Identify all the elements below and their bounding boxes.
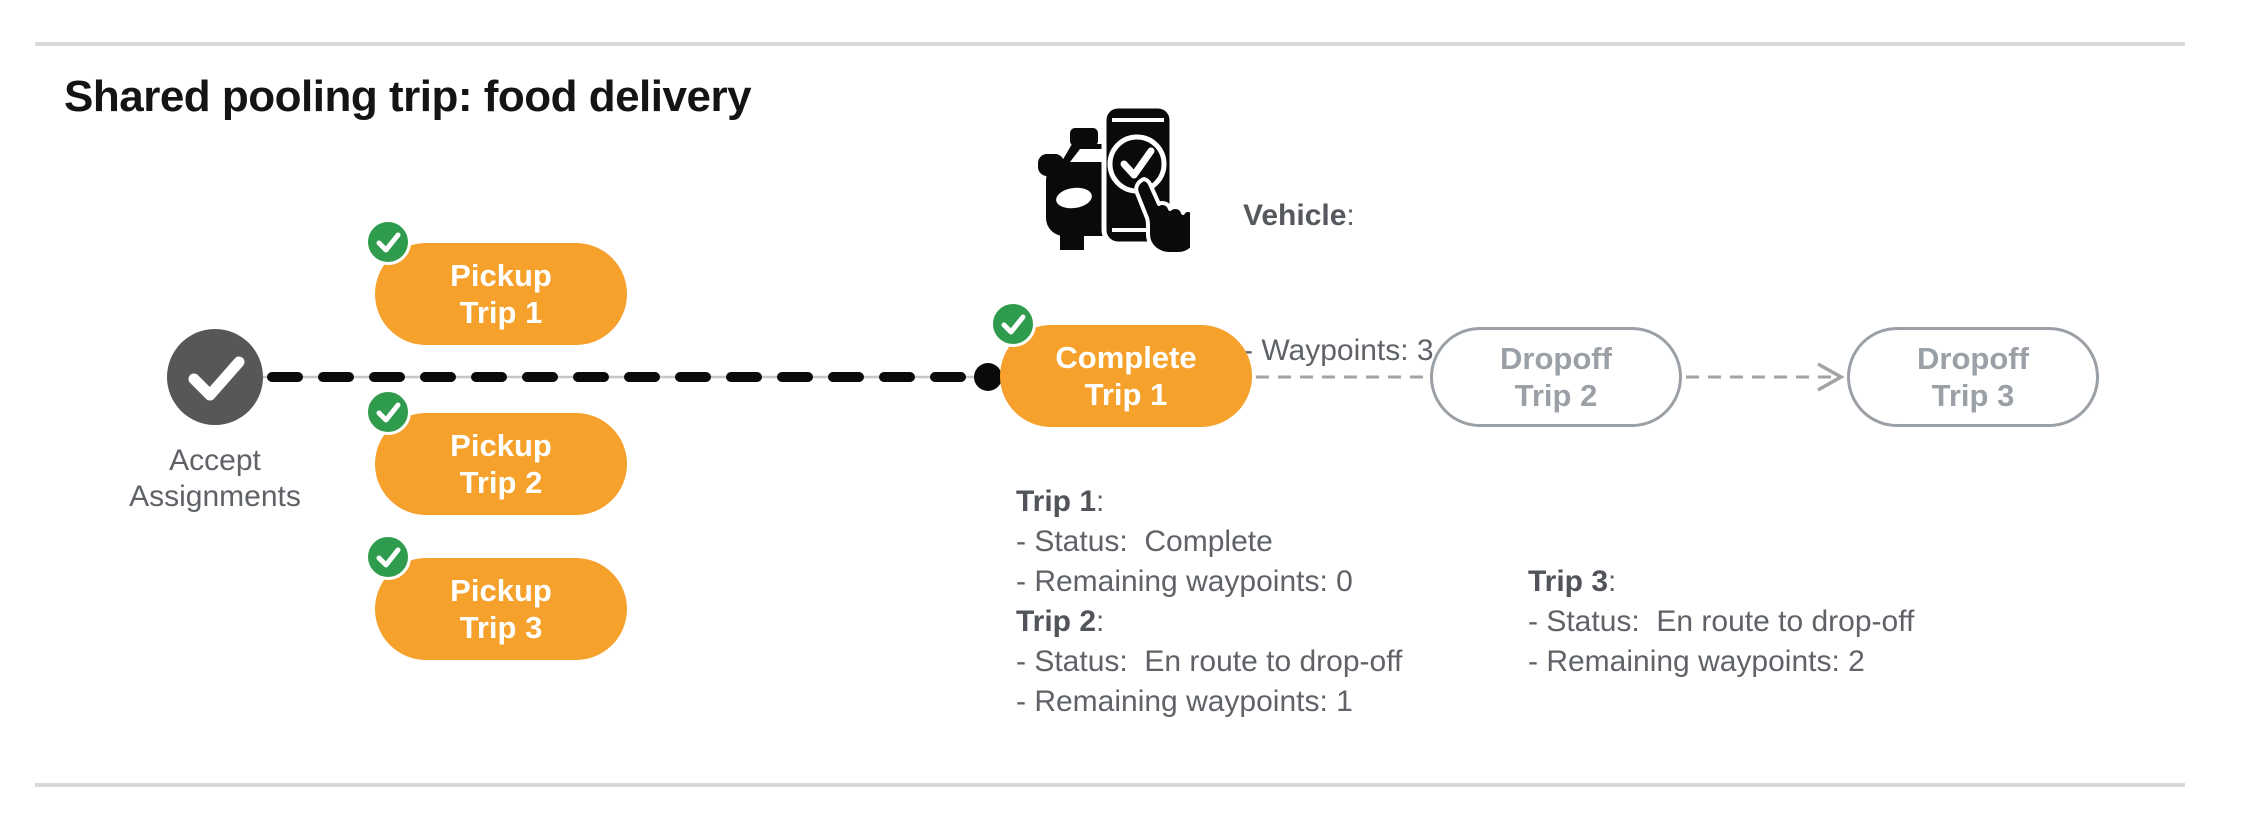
trip-1-colon: : — [1096, 485, 1105, 518]
accept-assignments-node — [167, 329, 263, 425]
dropoff-3-line1: Dropoff — [1917, 341, 2029, 376]
trip-3-colon: : — [1608, 565, 1617, 598]
pickup-1-line1: Pickup — [450, 258, 552, 293]
trip-3-status-block: Trip 3: - Status: En route to drop-off -… — [1528, 562, 1914, 682]
trip-1-status: - Status: Complete — [1016, 525, 1273, 558]
page-title: Shared pooling trip: food delivery — [64, 72, 752, 121]
pickup-2-line2: Trip 2 — [459, 465, 543, 500]
pickup-3-line2: Trip 3 — [459, 610, 543, 645]
trip-2-status: - Status: En route to drop-off — [1016, 645, 1403, 678]
accept-assignments-label: Accept Assignments — [65, 443, 365, 515]
accept-label-line1: Accept — [169, 444, 261, 477]
pickup-trip-3-node: Pickup Trip 3 — [365, 534, 627, 660]
pickup-trip-1-node: Pickup Trip 1 — [365, 219, 627, 345]
check-badge-icon — [365, 389, 411, 435]
trip-2-header: Trip 2: — [1016, 602, 1402, 642]
vehicle-status-text: Vehicle: - Waypoints: 3 — [1243, 103, 1434, 463]
pickup-trip-2-node: Pickup Trip 2 — [365, 389, 627, 515]
trip-3-header: Trip 3: — [1528, 562, 1914, 602]
accept-label-line2: Assignments — [129, 480, 301, 513]
arrowhead-icon — [1817, 362, 1845, 392]
vehicle-label: Vehicle: — [1243, 193, 1434, 238]
pickup-1-line2: Trip 1 — [459, 295, 543, 330]
dropoff-trip-3-node: Dropoff Trip 3 — [1847, 327, 2099, 427]
trip-1-name: Trip 1 — [1016, 485, 1097, 518]
pickup-3-line1: Pickup — [450, 573, 552, 608]
complete-1-line2: Trip 1 — [1084, 377, 1168, 412]
check-badge-icon — [365, 219, 411, 265]
trip-2-waypoints: - Remaining waypoints: 1 — [1016, 685, 1353, 718]
trip-3-waypoints: - Remaining waypoints: 2 — [1528, 645, 1865, 678]
vehicle-colon: : — [1346, 199, 1355, 232]
check-badge-icon — [990, 301, 1036, 347]
vehicle-waypoints: - Waypoints: 3 — [1243, 334, 1434, 367]
complete-trip-1-node: Complete Trip 1 — [990, 301, 1252, 427]
bottom-divider — [35, 783, 2185, 787]
trip-1-2-status-block: Trip 1: - Status: Complete - Remaining w… — [1016, 482, 1402, 722]
dropoff-3-line2: Trip 3 — [1931, 378, 2015, 413]
dropoff-2-line2: Trip 2 — [1514, 378, 1598, 413]
dropoff-2-line1: Dropoff — [1500, 341, 1612, 376]
dropoff-trip-2-node: Dropoff Trip 2 — [1430, 327, 1682, 427]
checkmark-icon — [188, 356, 245, 401]
trip-3-status: - Status: En route to drop-off — [1528, 605, 1915, 638]
check-badge-icon — [365, 534, 411, 580]
trip-2-name: Trip 2 — [1016, 605, 1097, 638]
vehicle-name: Vehicle — [1243, 199, 1347, 232]
trip-3-name: Trip 3 — [1528, 565, 1609, 598]
waypoint-dot — [974, 363, 1002, 391]
trip-1-waypoints: - Remaining waypoints: 0 — [1016, 565, 1353, 598]
trip-1-header: Trip 1: — [1016, 482, 1402, 522]
pickup-2-line1: Pickup — [450, 428, 552, 463]
trip-2-colon: : — [1096, 605, 1105, 638]
complete-1-line1: Complete — [1055, 340, 1197, 375]
top-divider — [35, 42, 2185, 46]
car-phone-check-icon — [1030, 94, 1200, 256]
